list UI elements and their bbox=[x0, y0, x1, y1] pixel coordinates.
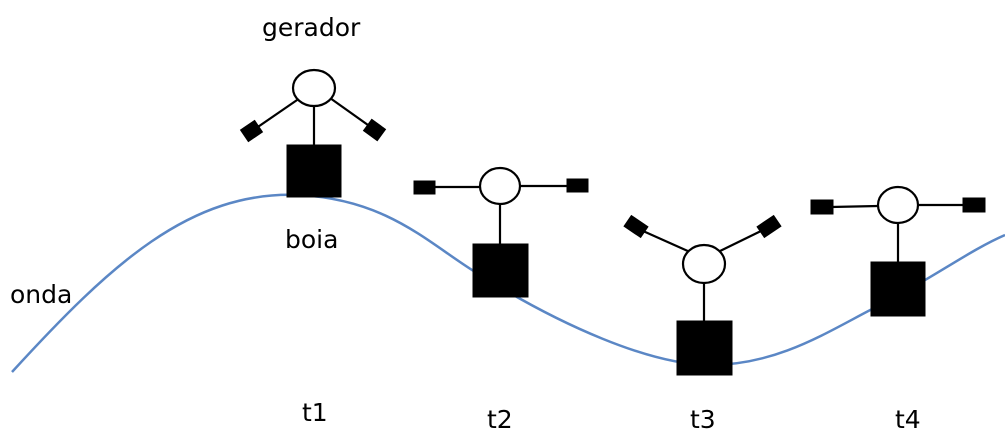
left-arm-t4 bbox=[830, 204, 879, 209]
device-t1 bbox=[239, 68, 387, 198]
device-t4 bbox=[810, 185, 986, 317]
right-arm-t3 bbox=[717, 229, 764, 253]
generator-label: gerador bbox=[262, 13, 361, 42]
left-weight-icon-t3 bbox=[623, 214, 649, 239]
time-label-t2: t2 bbox=[487, 405, 513, 432]
device-t3 bbox=[623, 214, 782, 376]
left-weight-icon-t1 bbox=[239, 119, 264, 143]
generator-icon-t1 bbox=[291, 68, 337, 108]
left-arm-t3 bbox=[642, 229, 691, 254]
time-label-t1: t1 bbox=[302, 398, 328, 427]
generator-icon-t2 bbox=[478, 166, 522, 206]
time-label-t4: t4 bbox=[895, 405, 921, 432]
buoy-icon-t4 bbox=[870, 261, 926, 317]
left-weight-icon-t2 bbox=[413, 180, 436, 195]
left-arm-t1 bbox=[251, 97, 301, 132]
right-weight-icon-t4 bbox=[962, 197, 986, 213]
time-label-t3: t3 bbox=[690, 405, 716, 432]
right-weight-icon-t3 bbox=[756, 214, 782, 239]
left-weight-icon-t4 bbox=[810, 199, 834, 215]
right-weight-icon-t2 bbox=[566, 178, 589, 193]
buoy-label: boia bbox=[285, 225, 338, 254]
generator-icon-t4 bbox=[876, 185, 920, 225]
buoy-icon-t3 bbox=[676, 320, 733, 376]
buoy-icon-t2 bbox=[472, 243, 529, 298]
buoy-icon-t1 bbox=[286, 144, 342, 198]
right-weight-icon-t1 bbox=[362, 118, 387, 142]
device-t2 bbox=[413, 166, 589, 298]
wave-label: onda bbox=[10, 280, 72, 309]
generator-icon-t3 bbox=[681, 243, 727, 285]
